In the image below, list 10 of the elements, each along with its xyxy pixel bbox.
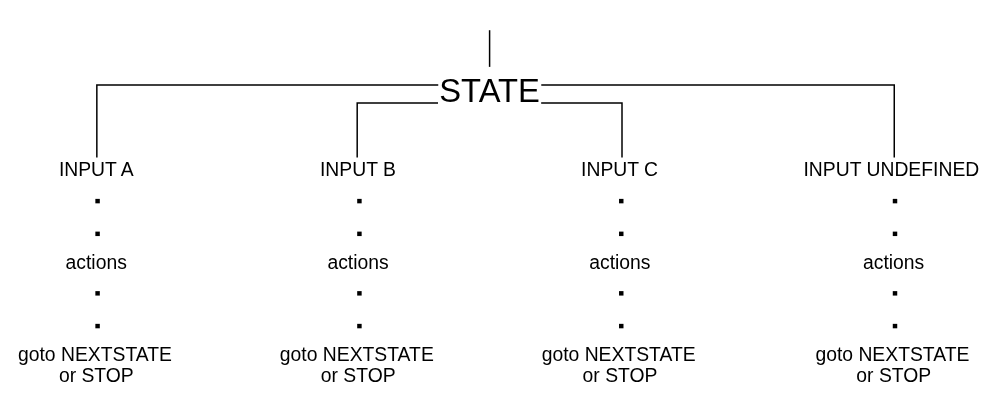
- node-text: STATE: [439, 72, 540, 110]
- node-text: INPUT A actions goto NEXTSTATE or STOP: [17, 158, 172, 386]
- connector: [540, 102, 623, 159]
- connector: [356, 102, 439, 159]
- node-text: INPUT B actions goto NEXTSTATE or STOP: [279, 158, 434, 386]
- connector: [488, 29, 491, 68]
- connector: [540, 84, 895, 159]
- node-text: INPUT C actions goto NEXTSTATE or STOP: [541, 158, 696, 386]
- node-text: INPUT UNDEFINED actions goto NEXTSTATE or STOP: [803, 158, 980, 386]
- connector: [96, 84, 439, 159]
